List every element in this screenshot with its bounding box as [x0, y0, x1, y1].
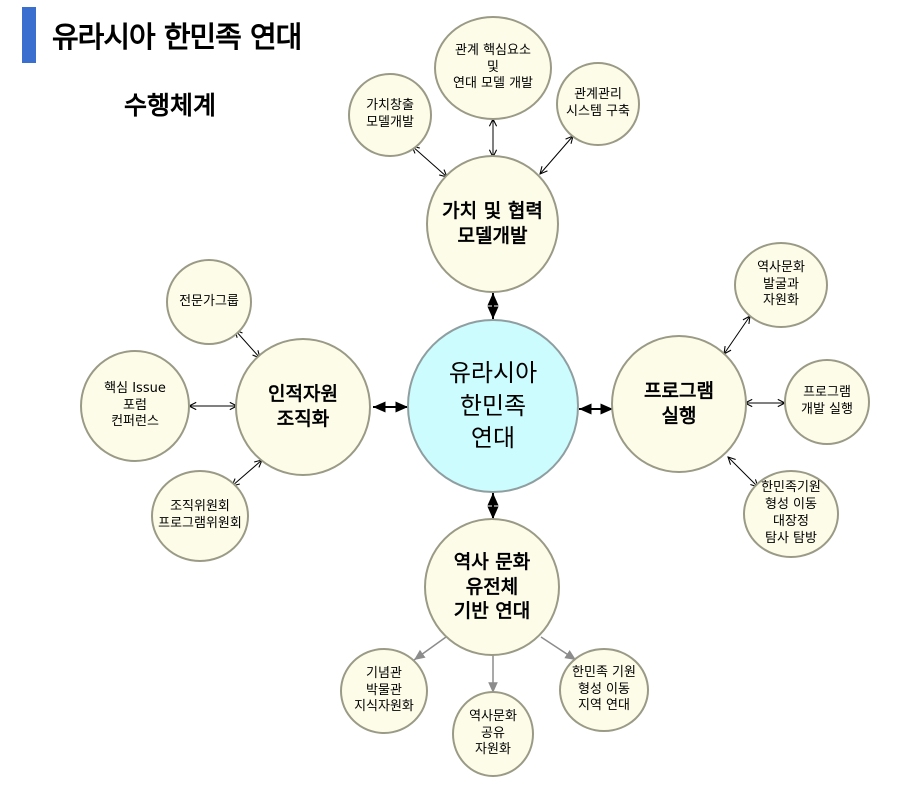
leaf-issue-forum: 핵심 Issue 포럼 컨퍼런스 — [80, 350, 190, 462]
link-program-heritage — [724, 316, 750, 354]
leaf-shared-resource: 역사문화 공유 자원화 — [452, 691, 534, 777]
leaf-committee: 조직위원회 프로그램위원회 — [151, 470, 249, 562]
hub-history-genome: 역사 문화 유전체 기반 연대 — [424, 518, 560, 656]
leaf-program-dev: 프로그램 개발 실행 — [784, 359, 870, 445]
hub-value-model: 가치 및 협력 모델개발 — [426, 155, 559, 293]
center-node: 유라시아 한민족 연대 — [407, 319, 579, 493]
leaf-origin-survey: 한민족기원 형성 이동 대장정 탐사 탐방 — [743, 470, 839, 558]
leaf-origin-region: 한민족 기원 형성 이동 지역 연대 — [559, 648, 649, 732]
page-subtitle: 수행체계 — [124, 91, 217, 120]
title-accent-bar — [22, 7, 36, 63]
link-human-committee — [232, 460, 262, 486]
leaf-value-creation: 가치창출 모델개발 — [348, 73, 432, 157]
hub-human-resources: 인적자원 조직화 — [235, 338, 371, 476]
page-title: 유라시아 한민족 연대 — [52, 20, 302, 54]
leaf-expert-group: 전문가그룹 — [166, 259, 252, 345]
link-program-origin — [728, 457, 758, 487]
link-value-creation — [412, 146, 447, 177]
link-history-region — [540, 636, 577, 661]
hub-program: 프로그램 실행 — [611, 335, 747, 473]
link-history-museum — [413, 636, 447, 661]
link-value-system — [540, 136, 573, 174]
leaf-heritage-resource: 역사문화 발굴과 자원화 — [734, 242, 828, 328]
leaf-relation-system: 관계관리 시스템 구축 — [556, 62, 640, 146]
link-human-expert — [235, 330, 260, 358]
leaf-core-elements: 관계 핵심요소 및 연대 모델 개발 — [434, 16, 552, 120]
leaf-museum: 기념관 박물관 지식자원화 — [340, 648, 428, 734]
